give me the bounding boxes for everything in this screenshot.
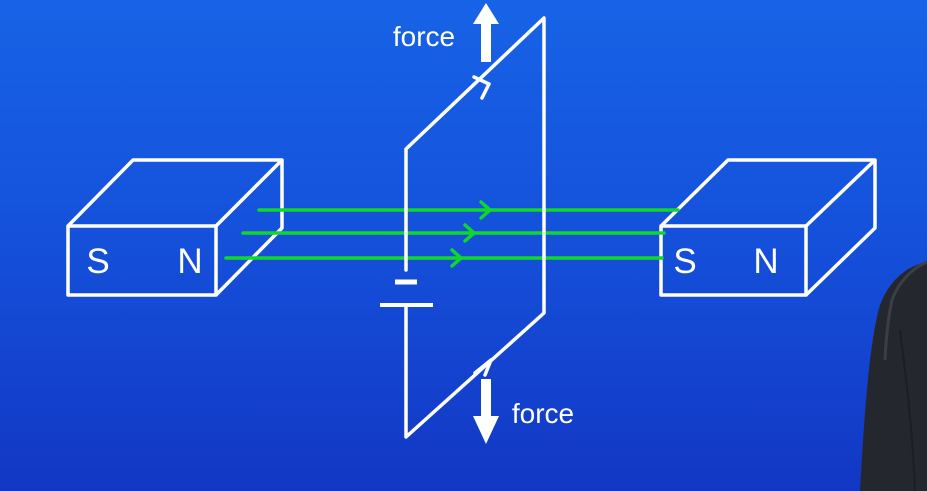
left-magnet-south-label: S bbox=[86, 242, 109, 281]
field-line-middle-arrow bbox=[463, 223, 477, 243]
left-magnet-top-face bbox=[66, 158, 284, 228]
current-arrow-top bbox=[472, 75, 491, 100]
right-magnet-south-label: S bbox=[673, 242, 696, 281]
left-magnet-north-label: N bbox=[177, 242, 202, 281]
force-label-top: force bbox=[393, 21, 455, 52]
wire-coil bbox=[404, 16, 546, 439]
left-magnet-side-face bbox=[214, 160, 284, 297]
force-label-bottom: force bbox=[512, 398, 574, 429]
left-magnet-front-face bbox=[66, 224, 218, 297]
right-magnet-front-face bbox=[659, 224, 808, 297]
current-arrow-bottom bbox=[473, 358, 493, 377]
force-arrow-down-icon bbox=[473, 379, 499, 444]
left-magnet bbox=[66, 158, 284, 297]
right-magnet-top-face bbox=[659, 158, 877, 228]
force-arrow-up-icon bbox=[473, 3, 499, 62]
battery-cell-icon bbox=[380, 279, 433, 307]
right-magnet-side-face bbox=[804, 160, 877, 297]
right-magnet-north-label: N bbox=[753, 242, 778, 281]
field-line-top-arrow bbox=[479, 200, 493, 220]
wire-loop bbox=[404, 16, 546, 439]
magnetic-field-lines bbox=[224, 200, 680, 268]
field-line-bottom-arrow bbox=[450, 248, 464, 268]
presenter-figure bbox=[860, 260, 927, 491]
right-magnet bbox=[659, 158, 877, 297]
